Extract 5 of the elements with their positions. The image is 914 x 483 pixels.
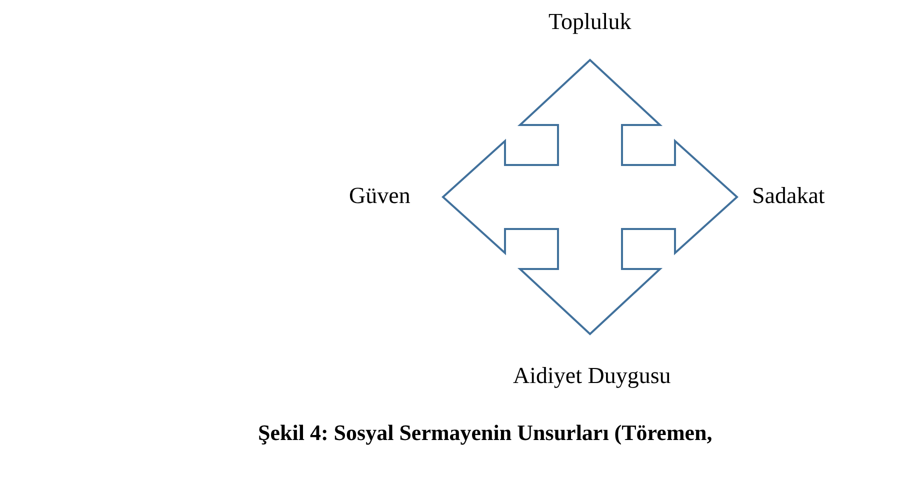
direction-label: Aidiyet Duygusu (513, 362, 671, 390)
direction-label: Güven (349, 182, 410, 210)
figure-caption: Şekil 4: Sosyal Sermayenin Unsurları (Töremen, (258, 420, 712, 446)
direction-label: Topluluk (548, 8, 632, 36)
direction-label: Sadakat (752, 182, 825, 210)
